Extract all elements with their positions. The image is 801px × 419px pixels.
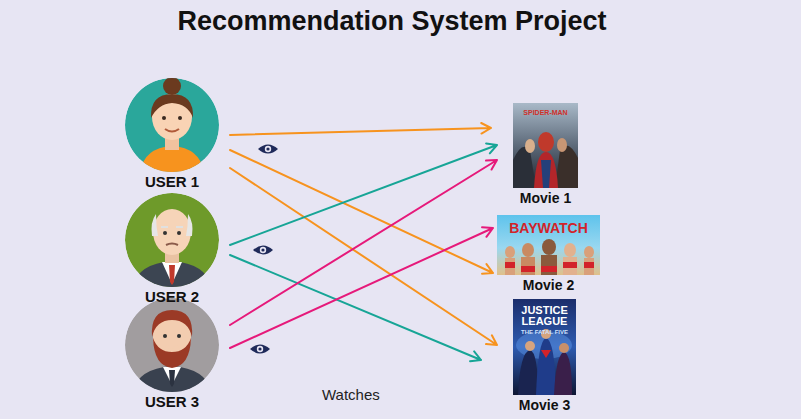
user-node: USER 3 — [118, 298, 226, 411]
movie-poster — [513, 299, 576, 395]
user-avatar — [125, 298, 219, 397]
movie-node: BAYWATCH Movie 2 — [497, 215, 600, 293]
user-avatar — [125, 193, 219, 292]
poster-frame: JUSTICE LEAGUE THE FATAL FIVE — [513, 299, 576, 395]
movie-poster — [513, 103, 578, 188]
eye-icon — [253, 246, 273, 255]
annotation-label: Watches — [322, 386, 380, 403]
user-label: USER 1 — [118, 173, 226, 191]
poster-title: SPIDER-MAN — [516, 109, 575, 117]
eye-icon — [258, 145, 278, 154]
user-node: USER 2 — [118, 193, 226, 306]
movie-caption: Movie 3 — [513, 397, 576, 413]
poster-frame: SPIDER-MAN — [513, 103, 578, 188]
user-label: USER 2 — [118, 288, 226, 306]
movie-poster — [497, 215, 600, 275]
user-label: USER 3 — [118, 393, 226, 411]
eye-icon — [250, 345, 270, 354]
poster-title: THE FATAL FIVE — [516, 329, 573, 336]
user-node: USER 1 — [118, 78, 226, 191]
movie-caption: Movie 2 — [497, 277, 600, 293]
poster-title: JUSTICE LEAGUE — [516, 305, 573, 327]
watch-arrow — [230, 227, 493, 348]
poster-frame: BAYWATCH — [497, 215, 600, 275]
watch-arrow — [230, 123, 491, 135]
movie-caption: Movie 1 — [513, 190, 578, 206]
watch-arrow — [230, 160, 497, 325]
movie-node: JUSTICE LEAGUE THE FATAL FIVE Movie 3 — [513, 299, 576, 413]
watch-arrow — [230, 143, 497, 245]
diagram-title: Recommendation System Project — [0, 6, 784, 37]
user-avatar — [125, 77, 219, 175]
movie-node: SPIDER-MAN Movie 1 — [513, 103, 578, 206]
poster-title: BAYWATCH — [500, 221, 597, 236]
watch-arrow — [230, 255, 481, 361]
